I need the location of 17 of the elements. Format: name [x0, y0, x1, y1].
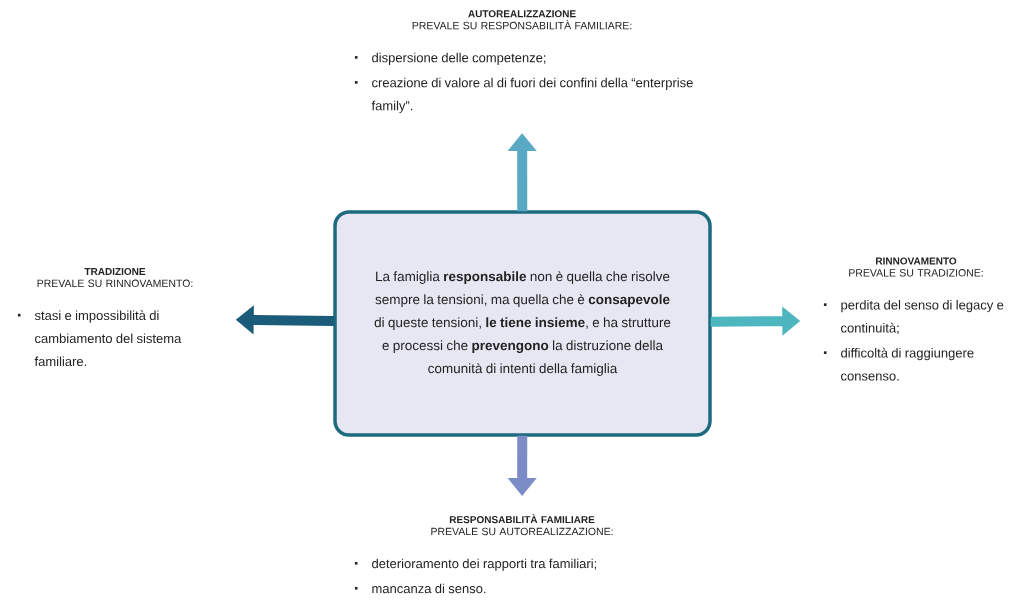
heading: AUTOREALIZZAZIONE: [468, 10, 576, 18]
list-item: stasi e impossibilità di cambiamento del sistema familiare.: [34, 310, 182, 367]
list-item: perdita del senso di legacy e continuità;: [841, 300, 1004, 335]
list-item: deterioramento dei rapporti tra familiari;: [372, 558, 597, 571]
subheading: PREVALE SU RINNOVAMENTO:: [37, 279, 193, 288]
heading: RINNOVAMENTO: [876, 257, 957, 265]
heading: RESPONSABILITÀ FAMILIARE: [449, 514, 595, 524]
list-item: difficoltà di raggiungere consenso.: [841, 347, 974, 381]
statement-text: La famiglia responsabile non è quella che risolve sempre la tensioni, ma quella che è consapevole di queste tensioni, le tiene insieme, e ha strutture e processi che prevengono la distruzione della comunità di intenti della famiglia: [374, 271, 671, 376]
heading: TRADIZIONE: [84, 267, 146, 276]
list-item: mancanza di senso.: [372, 583, 486, 594]
subheading: PREVALE SU TRADIZIONE:: [849, 269, 983, 277]
statement-box: [333, 210, 712, 437]
subheading: PREVALE SU RESPONSABILITÀ FAMILIARE:: [412, 20, 632, 30]
list-item: creazione di valore al di fuori dei confini della “enterprise family”.: [371, 77, 693, 113]
subheading: PREVALE SU AUTOREALIZZAZIONE:: [431, 527, 613, 536]
list-item: dispersione delle competenze;: [372, 52, 546, 65]
